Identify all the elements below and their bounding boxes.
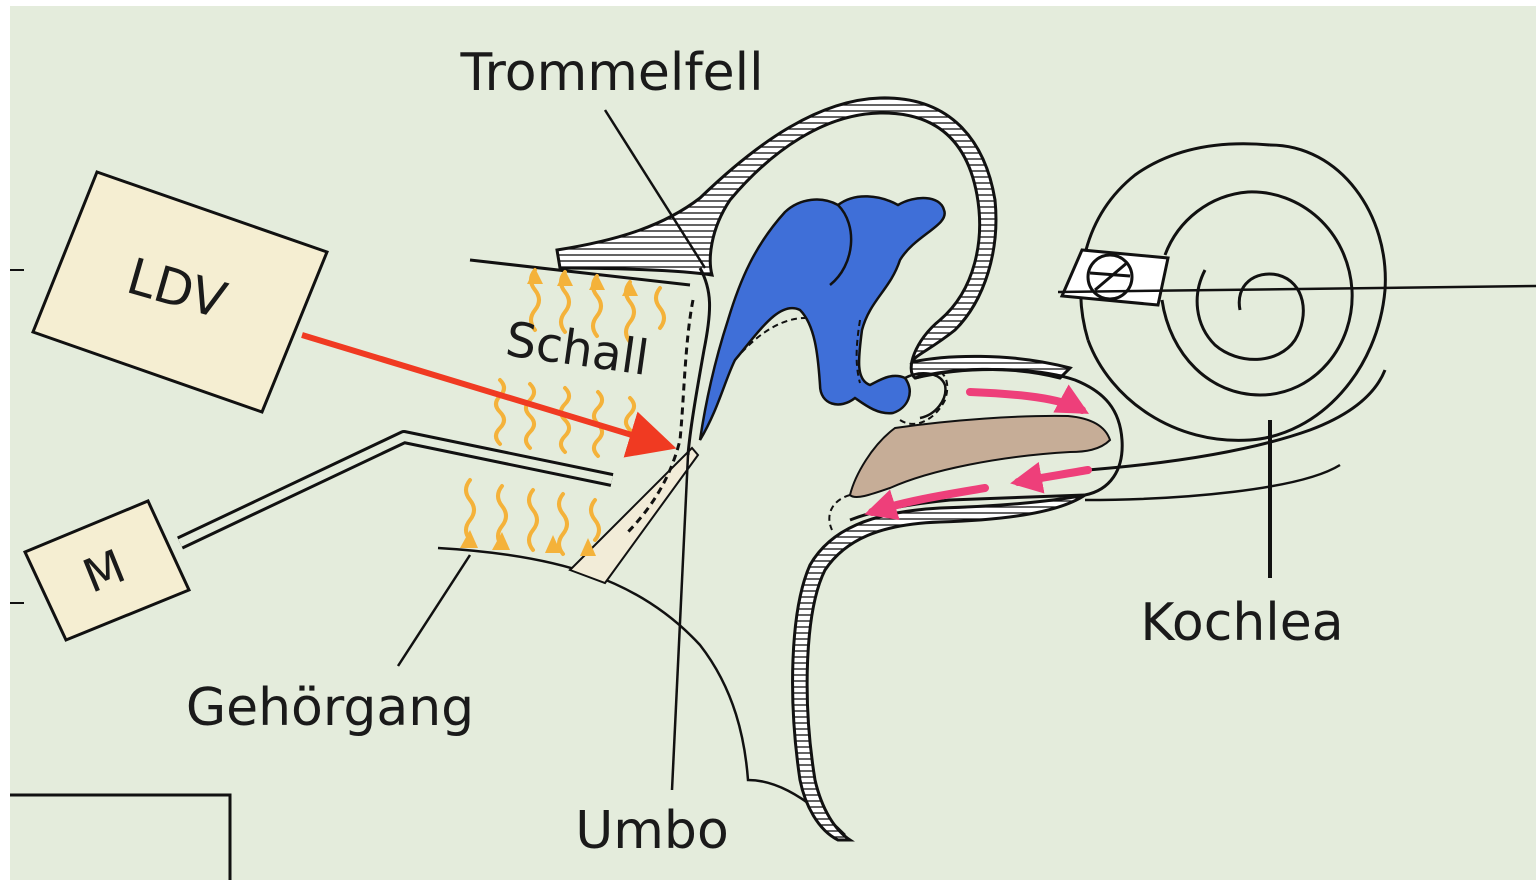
gehoergang-label: Gehörgang — [186, 678, 474, 738]
umbo-label: Umbo — [575, 801, 729, 861]
vestibule-box — [1062, 250, 1168, 305]
trommelfell-label: Trommelfell — [459, 43, 763, 103]
kochlea-label: Kochlea — [1140, 593, 1343, 653]
